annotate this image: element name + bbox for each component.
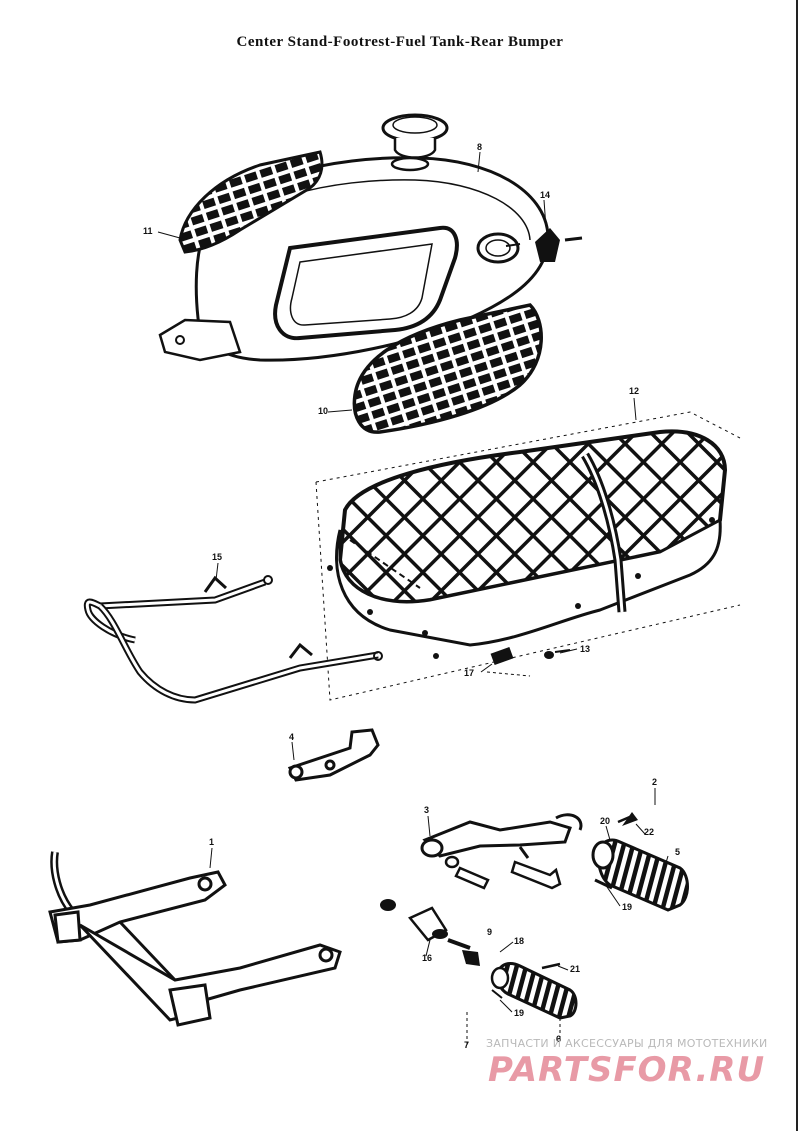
callout-11: 11	[143, 226, 153, 236]
callout-14: 14	[540, 190, 550, 200]
callout-3: 3	[424, 805, 429, 815]
footrest-arm	[420, 813, 583, 859]
callout-13: 13	[580, 644, 590, 654]
footrest-bracket	[287, 728, 380, 782]
footrest-small-parts	[380, 899, 578, 1045]
callout-12: 12	[629, 386, 639, 396]
callout-18: 18	[514, 936, 524, 946]
diagram-title: Center Stand-Footrest-Fuel Tank-Rear Bum…	[236, 34, 564, 50]
callout-22: 22	[644, 827, 654, 837]
callout-4: 4	[289, 732, 294, 742]
rear-bumper	[83, 575, 383, 704]
callout-17: 17	[464, 668, 474, 678]
callout-7: 7	[464, 1040, 469, 1050]
center-stand	[48, 851, 342, 1027]
callout-20: 20	[600, 816, 610, 826]
watermark-logo: PARTSFOR.RU	[488, 1050, 766, 1090]
callout-8: 8	[477, 142, 482, 152]
callout-6: 6	[556, 1034, 561, 1044]
callout-19b: 19	[514, 1008, 524, 1018]
seat-fasteners	[486, 646, 571, 677]
callout-10: 10	[318, 406, 328, 416]
tank-emblem-bolt	[505, 228, 583, 262]
callout-19: 19	[622, 902, 632, 912]
watermark-tagline: ЗАПЧАСТИ И АКСЕССУАРЫ ДЛЯ МОТОТЕХНИКИ	[486, 1037, 768, 1050]
footrest-rubber	[591, 812, 689, 912]
seat	[315, 411, 741, 701]
callout-16: 16	[422, 953, 432, 963]
callout-9: 9	[487, 927, 492, 937]
leader-lines	[157, 151, 669, 1013]
knee-grip-rubber-right	[352, 303, 543, 434]
callout-1: 1	[209, 837, 214, 847]
callout-2: 2	[652, 777, 657, 787]
fuel-tank	[158, 113, 550, 362]
callout-5: 5	[675, 847, 680, 857]
footrest-bolts	[444, 855, 562, 890]
callout-labels: 8 11 14 10 12 15 13 17 4 2 3 22 20 1 5 1…	[143, 142, 680, 1050]
knee-grip-rubber-left	[178, 150, 324, 254]
callout-21: 21	[570, 964, 580, 974]
callout-15: 15	[212, 552, 222, 562]
